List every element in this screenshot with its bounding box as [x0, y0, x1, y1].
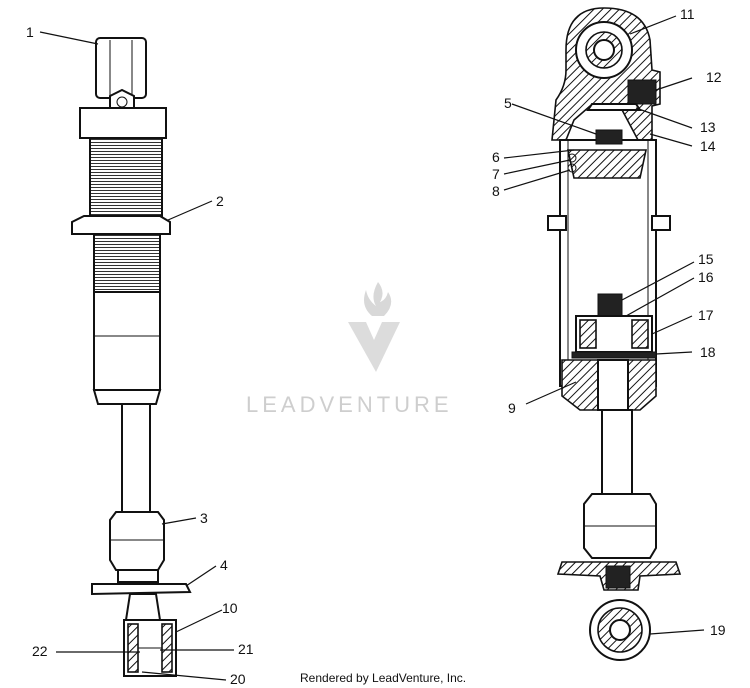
top-mount-eye	[95, 37, 147, 99]
callout-labels: 1 2 3 4 5 6 7 8 9 10 11 12 13 14 15 16 1…	[26, 6, 726, 687]
bumper-base	[117, 569, 159, 583]
callout-4: 4	[220, 557, 228, 573]
watermark-text: LEADVENTURE	[246, 392, 453, 417]
top-cap	[79, 107, 167, 139]
valve-core	[595, 129, 623, 145]
callout-14: 14	[700, 138, 716, 154]
callout-6: 6	[492, 149, 500, 165]
callout-18: 18	[700, 344, 716, 360]
callout-3: 3	[200, 510, 208, 526]
callout-5: 5	[504, 95, 512, 111]
callout-19: 19	[710, 622, 726, 638]
piston-washer	[571, 351, 657, 359]
cutaway-rod	[601, 409, 633, 495]
threaded-body	[89, 137, 163, 217]
callout-15: 15	[698, 251, 714, 267]
top-seal	[586, 103, 642, 111]
callout-9: 9	[508, 400, 516, 416]
reservoir-valve	[627, 79, 657, 105]
callout-7: 7	[492, 166, 500, 182]
flame-logo-icon	[364, 282, 392, 316]
left-tab	[547, 215, 567, 231]
callout-13: 13	[700, 119, 716, 135]
callout-22: 22	[32, 643, 48, 659]
lower-spring-seat	[91, 583, 192, 596]
main-body	[93, 291, 161, 391]
spring-collar	[71, 215, 171, 235]
callout-16: 16	[698, 269, 714, 285]
callout-17: 17	[698, 307, 714, 323]
piston-rod	[121, 403, 151, 513]
callout-12: 12	[706, 69, 722, 85]
callout-20: 20	[230, 671, 246, 687]
exterior-shock-view	[71, 37, 192, 677]
callout-8: 8	[492, 183, 500, 199]
leadventure-watermark: LEADVENTURE	[246, 282, 453, 417]
cutaway-shock-view	[547, 7, 682, 661]
v-logo-icon	[348, 322, 400, 372]
callout-1: 1	[26, 24, 34, 40]
callout-11: 11	[680, 6, 695, 22]
right-tab	[651, 215, 671, 231]
floating-piston	[567, 149, 647, 179]
render-credit: Rendered by LeadVenture, Inc.	[300, 671, 466, 685]
callout-2: 2	[216, 193, 224, 209]
leader-lines	[39, 15, 705, 681]
callout-21: 21	[238, 641, 254, 657]
piston-nut	[597, 293, 623, 317]
callout-10: 10	[222, 600, 238, 616]
body-upper-thread	[93, 233, 161, 293]
body-bottom	[92, 389, 162, 405]
lower-eye-neck	[124, 593, 162, 621]
bump-stop	[109, 511, 165, 571]
